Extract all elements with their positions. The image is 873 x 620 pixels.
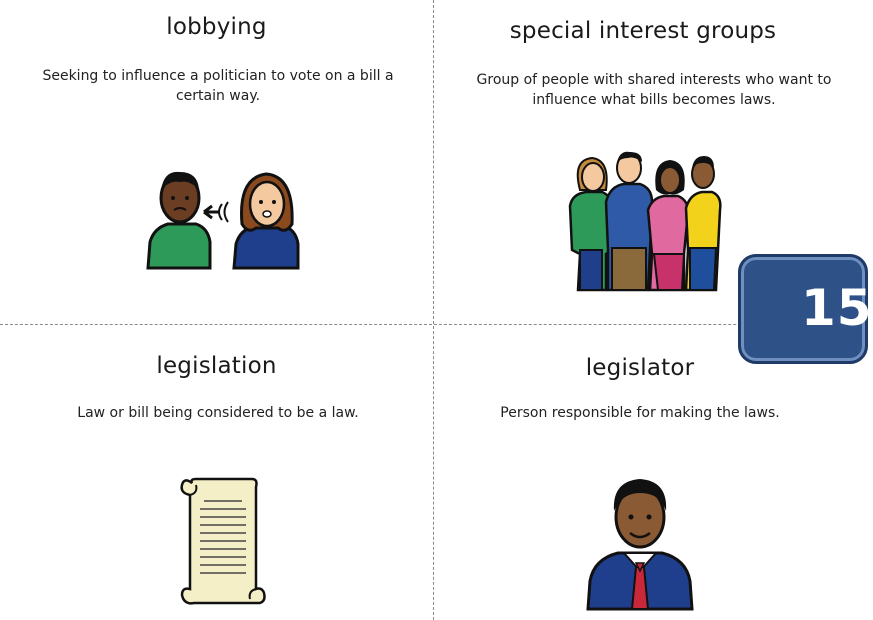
card-legislator: legislator Person responsible for making… — [434, 325, 846, 620]
scroll-document-icon — [180, 477, 266, 605]
horizontal-cut-line — [0, 324, 846, 325]
two-people-talking-icon — [146, 171, 300, 270]
card-term: special interest groups — [509, 18, 777, 44]
card-term: legislation — [156, 353, 277, 379]
card-legislation: legislation Law or bill being considered… — [0, 325, 433, 620]
group-of-people-icon — [568, 151, 722, 292]
card-special-interest-groups: special interest groups Group of people … — [434, 0, 846, 324]
page-number-badge: 15 — [738, 254, 872, 364]
man-in-suit-icon — [586, 479, 694, 611]
card-term: legislator — [585, 355, 695, 381]
card-definition: Group of people with shared interests wh… — [476, 72, 832, 108]
page-number: 15 — [801, 279, 873, 337]
card-definition: Law or bill being considered to be a law… — [77, 405, 359, 421]
card-lobbying: lobbying Seeking to influence a politici… — [0, 0, 433, 324]
vertical-cut-line — [433, 0, 434, 620]
card-definition: Person responsible for making the laws. — [500, 405, 780, 421]
card-definition: Seeking to influence a politician to vot… — [42, 68, 394, 104]
card-term: lobbying — [166, 14, 267, 40]
